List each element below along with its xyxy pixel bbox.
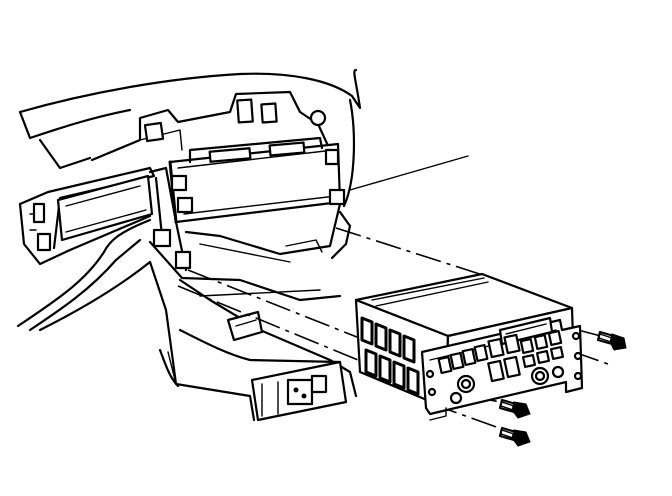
mounting-screw xyxy=(596,330,627,351)
console xyxy=(16,218,358,422)
mounting-screw xyxy=(498,398,531,419)
radio-mounting-bracket xyxy=(148,136,352,272)
radio-receiver xyxy=(354,272,584,421)
instrument-panel xyxy=(18,68,362,266)
heat-sink-fins xyxy=(360,316,420,396)
radio-buttons xyxy=(437,329,565,383)
radio-knobs xyxy=(449,365,565,405)
mounting-screw xyxy=(498,426,531,447)
